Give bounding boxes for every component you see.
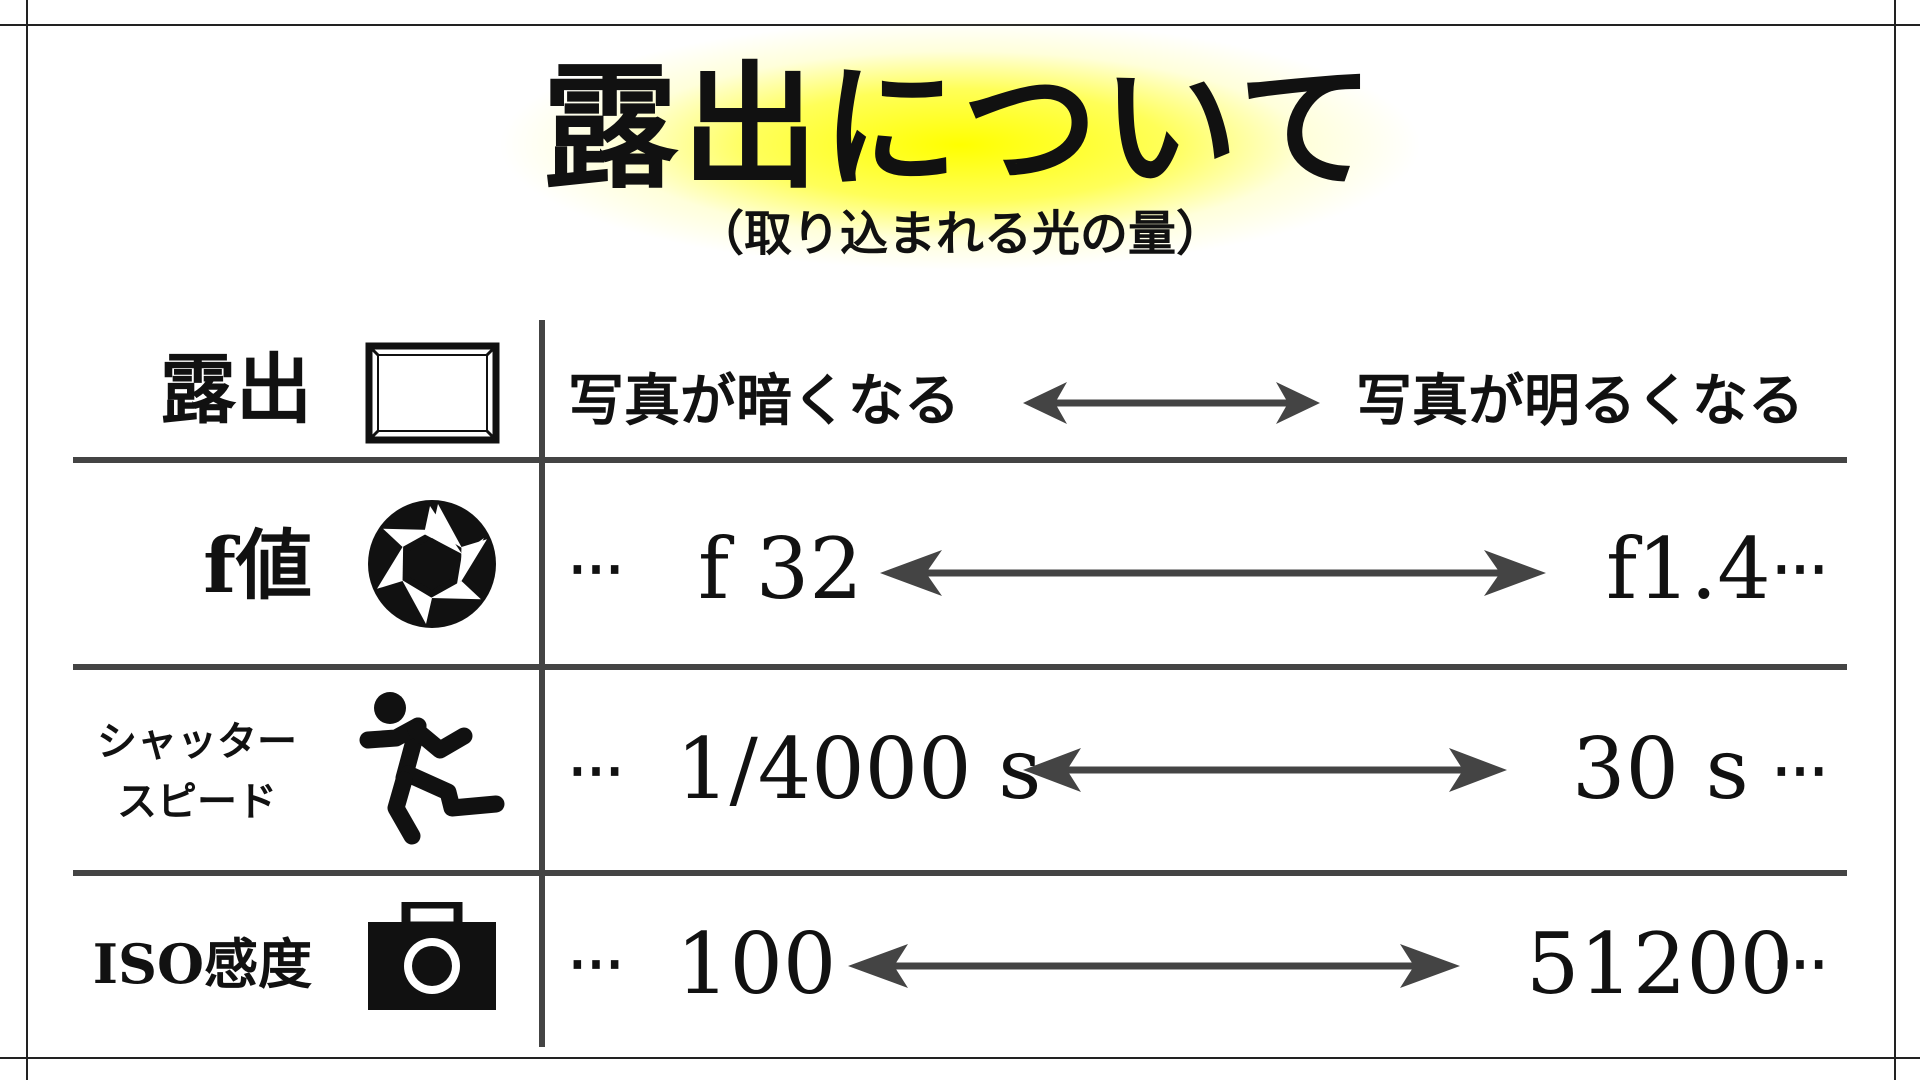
table-row-divider (73, 457, 1847, 463)
fnumber-min-text: f 32 (698, 520, 863, 618)
row-label-line: シャッター (97, 718, 297, 765)
exposure-dark-text: 写真が暗くなる (568, 368, 960, 434)
row-label-line: スピード (117, 778, 277, 825)
ellipsis-left: ⋯ (568, 930, 628, 996)
page-subtitle: （取り込まれる光の量） (695, 206, 1224, 262)
ellipsis-right: ⋯ (1772, 737, 1832, 803)
ellipsis-right: ⋯ (1772, 535, 1832, 601)
row-label-shutter-speed: シャッター スピード (82, 712, 312, 832)
double-arrow (1023, 748, 1507, 792)
frame-icon (365, 342, 500, 444)
ellipsis-left: ⋯ (568, 535, 628, 601)
frame-right-line (1894, 0, 1896, 1080)
shutter-fast-text: 1/4000 s (676, 720, 1042, 818)
table-row-divider (73, 870, 1847, 876)
aperture-icon (368, 500, 496, 628)
table-column-divider (539, 320, 545, 1047)
iso-max-text: 51200 (1526, 915, 1794, 1013)
double-arrow (848, 944, 1460, 988)
ellipsis-right: ⋯ (1772, 930, 1832, 996)
double-arrow (880, 550, 1546, 596)
running-person-icon (359, 692, 505, 845)
row-label-fnumber: f値 (203, 521, 312, 610)
table-row-divider (73, 664, 1847, 670)
double-arrow (1023, 382, 1320, 424)
ellipsis-left: ⋯ (568, 737, 628, 803)
title-highlight (500, 20, 1420, 270)
camera-icon (368, 902, 496, 1010)
shutter-slow-text: 30 s (1572, 720, 1749, 818)
exposure-bright-text: 写真が明るくなる (1356, 368, 1804, 434)
row-label-iso: ISO感度 (92, 932, 312, 996)
page-title: 露出について (542, 48, 1378, 208)
frame-left-line (26, 0, 28, 1080)
fnumber-max-text: f1.4 (1606, 520, 1771, 618)
row-label-exposure: 露出 (160, 345, 312, 434)
iso-min-text: 100 (676, 915, 837, 1013)
frame-bottom-line (0, 1057, 1920, 1059)
